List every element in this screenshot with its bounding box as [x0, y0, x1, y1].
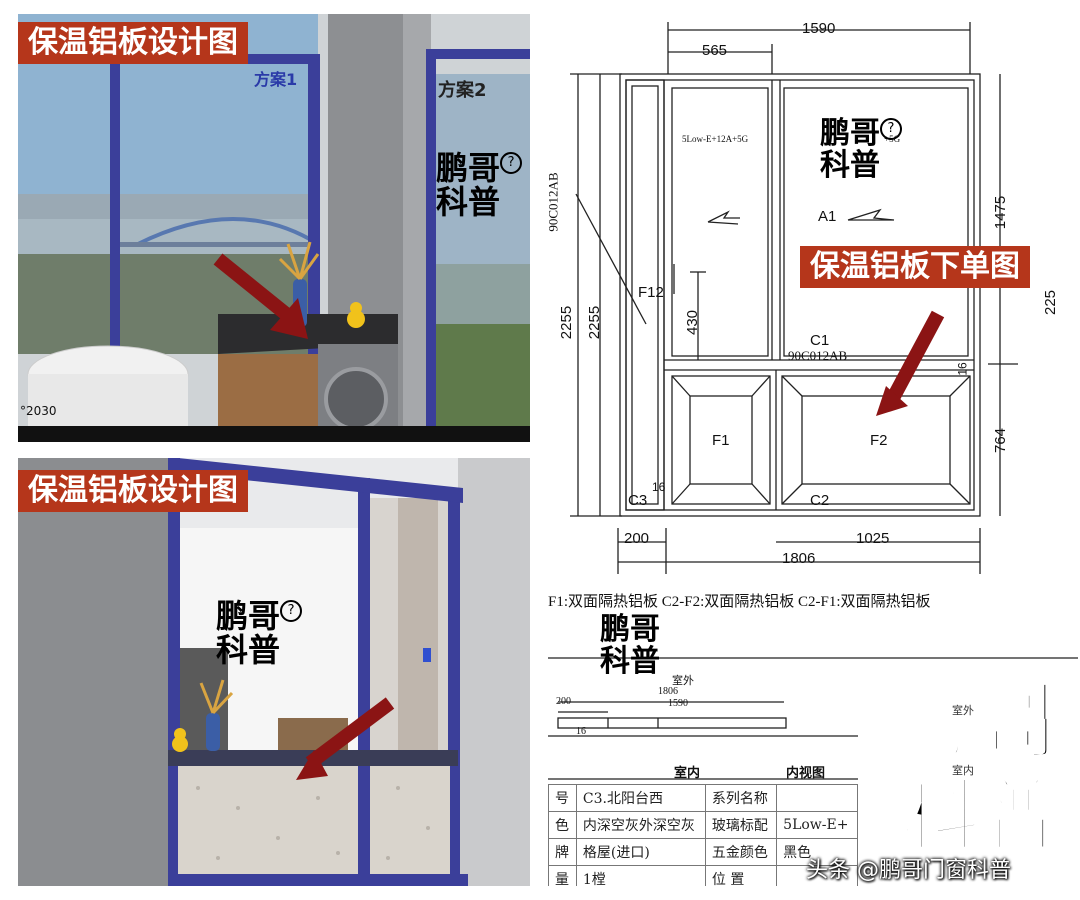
arrow-shaft-2: [305, 697, 395, 769]
watermark-2: 鹏哥?科普: [216, 599, 303, 667]
question-icon: ?: [280, 600, 303, 622]
section-outdoor: 室外: [672, 675, 694, 687]
design-label-2: 保温铝板设计图: [18, 470, 248, 512]
scene-1-illustration: [18, 14, 530, 442]
glass-spec-left: 5Low-E+12A+5G: [682, 134, 749, 144]
design-label-1: 保温铝板设计图: [18, 22, 248, 64]
dim-top-total: 1590: [802, 20, 836, 37]
big-watermark: 鹏 哥 科 普 室外 室内: [881, 670, 1066, 862]
table-row: 牌格屋(进口)五金颜色黑色: [548, 838, 858, 866]
dim-right-lower: 764: [992, 427, 1010, 454]
section-16: 16: [576, 726, 586, 737]
panel-note: F1:双面隔热铝板 C2-F2:双面隔热铝板 C2-F1:双面隔热铝板: [548, 594, 931, 610]
footer-credit: 头条 @鹏哥门窗科普: [806, 858, 1011, 883]
question-icon: ?: [500, 152, 523, 174]
label-c1: C1: [810, 332, 830, 349]
dim-top-left: 565: [702, 42, 728, 59]
dim-16-left: 16: [652, 480, 666, 494]
inner-view-label: 内视图: [786, 765, 826, 780]
dim-right-total: 225: [1042, 289, 1060, 316]
indoor-label: 室内: [674, 765, 701, 780]
bottom-left-render: 保温铝板设计图 鹏哥?科普: [18, 458, 530, 886]
dim-right-upper: 1475: [992, 195, 1010, 230]
plan2-label: 方案2: [438, 80, 487, 101]
order-arrow-head: [876, 386, 908, 416]
arrow-head: [270, 298, 308, 339]
arrow-head-2: [296, 750, 328, 780]
watermark-3: 鹏哥?科普: [820, 118, 902, 181]
label-f12: F12: [638, 284, 664, 301]
watermark-1: 鹏哥?科普: [436, 151, 523, 219]
order-drawing: 1590 565 2255 2255 1475 764 225 430 16 1…: [548, 14, 1078, 886]
dim-bottom-mid: 1025: [856, 530, 890, 547]
profile-horizontal: 90C012AB: [788, 348, 848, 363]
dim-16-right: 16: [955, 362, 970, 376]
question-icon: ?: [880, 118, 902, 140]
dim-430: 430: [684, 309, 702, 336]
scene-2-illustration: [18, 458, 530, 886]
order-label: 保温铝板下单图: [800, 246, 1030, 288]
profile-vertical: 90C012AB: [548, 172, 561, 232]
label-f2: F2: [870, 432, 888, 449]
corner-text: °2030: [20, 404, 57, 418]
section-1590: 1590: [668, 698, 688, 709]
dim-left-inner: 2255: [586, 305, 604, 340]
label-a1: A1: [818, 208, 837, 225]
dim-bottom-total: 1806: [782, 550, 816, 567]
label-c2: C2: [810, 492, 830, 509]
label-c3: C3: [628, 492, 648, 509]
plan1-label: 方案1: [254, 70, 298, 89]
dim-bottom-left: 200: [624, 530, 650, 547]
window-elevation-drawing: [548, 22, 1078, 780]
watermark-4: 鹏哥科普: [600, 612, 660, 679]
top-left-render: 保温铝板设计图 方案1 方案2 °2030 鹏哥?科普: [18, 14, 530, 442]
dim-left-outer: 2255: [558, 305, 576, 340]
label-f1: F1: [712, 432, 730, 449]
section-1806: 1806: [658, 686, 678, 697]
arrow-shaft: [213, 253, 291, 320]
section-200: 200: [556, 696, 571, 707]
order-arrow-shaft: [885, 310, 945, 404]
